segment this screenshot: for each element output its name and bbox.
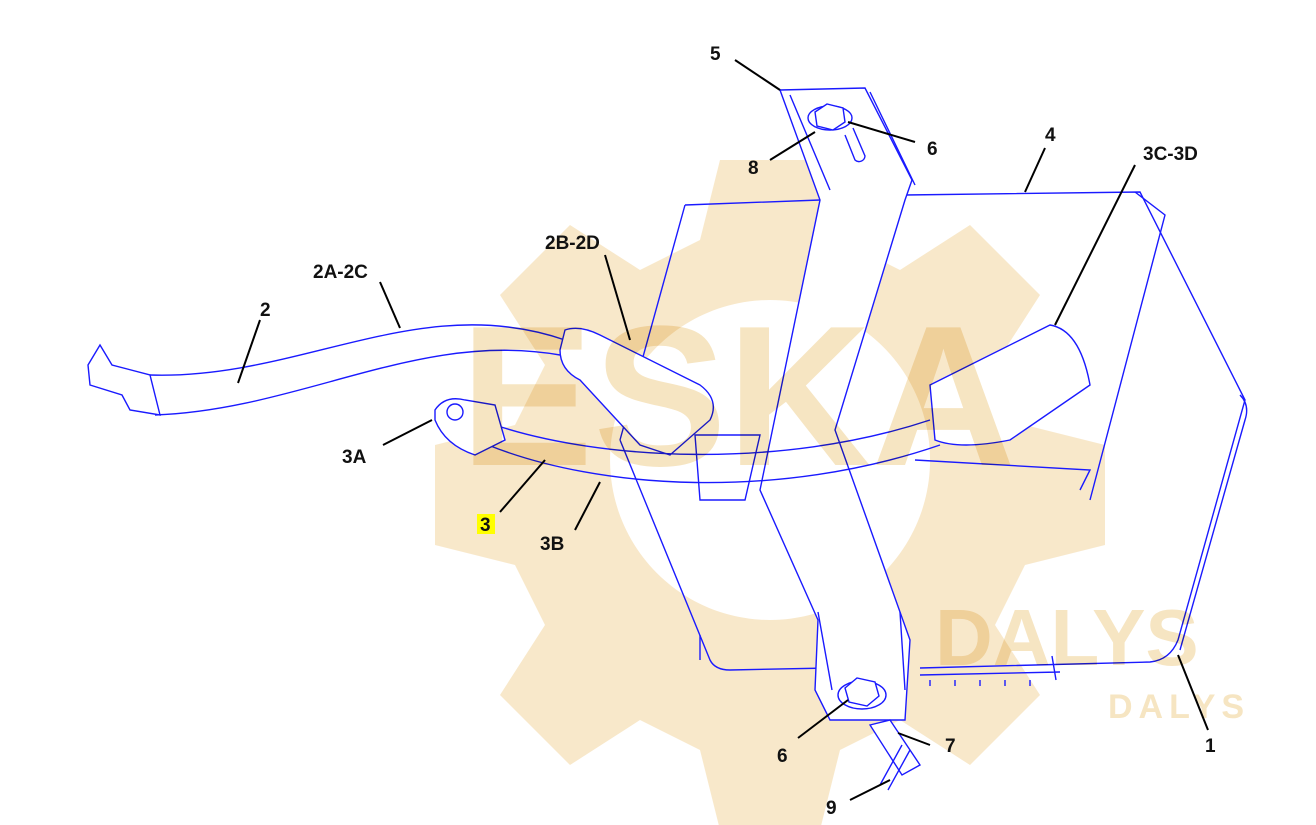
bolt-top [807, 103, 866, 163]
callout-2[interactable]: 2 [260, 300, 271, 321]
watermark-dalys-large: DALYS [935, 593, 1199, 682]
callout-1[interactable]: 1 [1205, 736, 1216, 757]
callout-3c-3d[interactable]: 3C-3D [1143, 144, 1198, 165]
callout-9[interactable]: 9 [826, 798, 837, 819]
callout-7[interactable]: 7 [945, 736, 956, 757]
callout-highlight [477, 514, 495, 534]
callout-6-bottom[interactable]: 6 [777, 746, 788, 767]
watermark-dalys-small: DALYS [1108, 688, 1250, 726]
leader-lines [237, 59, 1209, 801]
callout-4[interactable]: 4 [1045, 125, 1056, 146]
callout-3b[interactable]: 3B [540, 534, 564, 555]
cable-2 [87, 324, 714, 456]
callout-5[interactable]: 5 [710, 44, 721, 65]
callout-3[interactable]: 3 [480, 515, 491, 536]
bolt-bottom [837, 677, 922, 791]
callout-2b-2d[interactable]: 2B-2D [545, 233, 600, 254]
hold-down-strap [759, 87, 916, 721]
callout-2a-2c[interactable]: 2A-2C [313, 262, 368, 283]
battery [904, 191, 1248, 686]
callout-8[interactable]: 8 [748, 158, 759, 179]
callout-3a[interactable]: 3A [342, 447, 367, 468]
watermark-text: ESKA DALYS DALYS [460, 285, 1250, 726]
watermark-eska: ESKA [460, 285, 1016, 508]
cable-3 [434, 324, 1091, 484]
callout-6-top[interactable]: 6 [927, 139, 938, 160]
watermark-logo [435, 160, 1105, 825]
